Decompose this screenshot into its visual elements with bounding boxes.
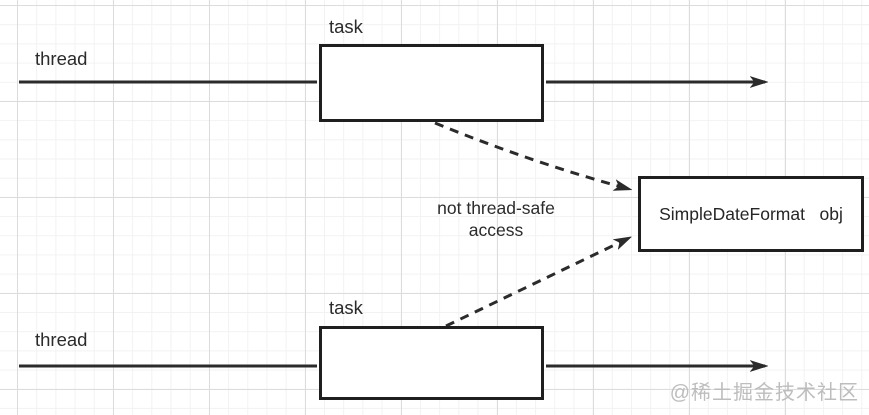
annotation-not-thread-safe: not thread-safe access <box>398 197 594 241</box>
watermark: @稀土掘金技术社区 <box>669 382 859 404</box>
dashed-arrow-top-task-to-obj <box>434 121 629 189</box>
dashed-arrow-bottom-task-to-obj <box>445 238 629 328</box>
thread-label-bottom: thread <box>35 329 88 350</box>
task-box-top <box>319 44 544 122</box>
thread-label-top: thread <box>35 48 88 69</box>
task-label-top: task <box>329 16 363 37</box>
task-label-bottom: task <box>329 297 363 318</box>
simpledateformat-box: SimpleDateFormat obj <box>638 176 864 252</box>
annotation-line-1: not thread-safe <box>437 198 555 218</box>
task-box-bottom <box>319 326 544 400</box>
simpledateformat-box-label: SimpleDateFormat obj <box>659 203 843 224</box>
annotation-line-2: access <box>468 220 524 240</box>
